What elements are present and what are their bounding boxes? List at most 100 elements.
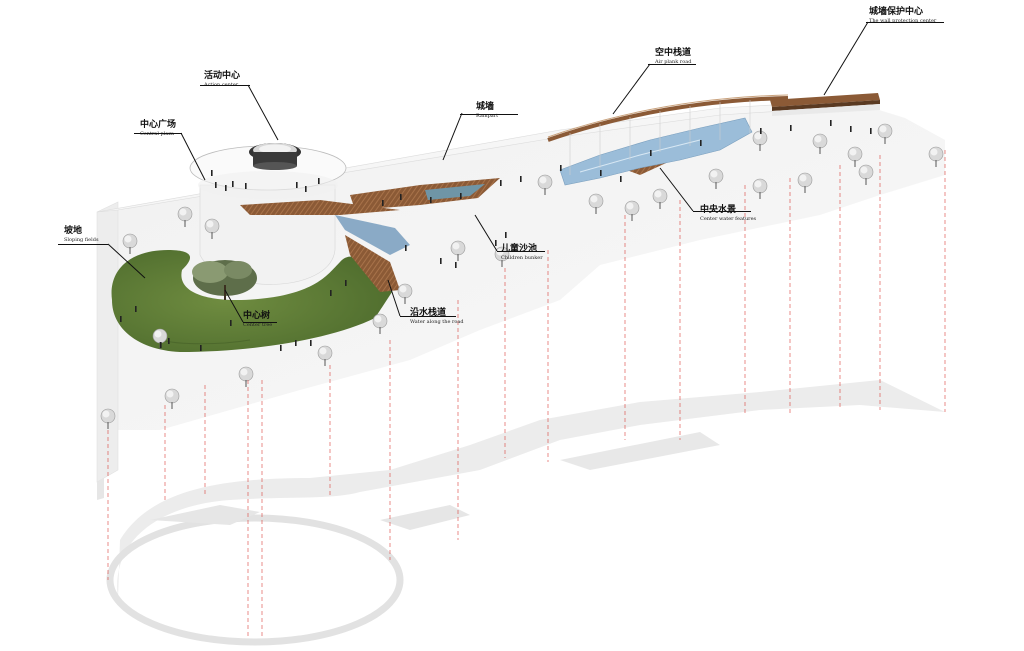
person-figure (500, 180, 502, 186)
person-figure (760, 128, 762, 134)
tree-icon (752, 178, 768, 199)
label-center-water-cn: 中央水景 (700, 205, 737, 215)
person-figure (318, 178, 320, 184)
person-figure (440, 258, 442, 264)
label-action-center-cn: 活动中心 (204, 71, 241, 81)
person-figure (455, 262, 457, 268)
tree-icon (164, 388, 180, 409)
label-underline (134, 133, 182, 134)
person-figure (400, 194, 402, 200)
tree-icon (928, 146, 944, 167)
projection-lines (107, 150, 946, 636)
person-figure (135, 306, 137, 312)
person-figure (870, 128, 872, 134)
people-figures (120, 120, 872, 351)
leader-lines (107, 21, 869, 323)
person-figure (382, 200, 384, 206)
person-figure (305, 186, 307, 192)
person-figure (790, 125, 792, 131)
label-underline (58, 244, 108, 245)
label-wall-protection-en: The wall protection center (869, 18, 937, 24)
label-center-tree: 中心树 Center tree (243, 312, 272, 328)
person-figure (280, 345, 282, 351)
person-figure (200, 345, 202, 351)
person-figure (430, 197, 432, 203)
person-figure (505, 232, 507, 238)
tree-icon (708, 168, 724, 189)
tree-icon (877, 123, 893, 144)
person-figure (850, 126, 852, 132)
tree-icon (494, 246, 510, 267)
tree-icon (372, 313, 388, 334)
person-figure (245, 183, 247, 189)
person-figure (495, 240, 497, 246)
person-figure (160, 342, 162, 348)
tree-icon (652, 188, 668, 209)
person-figure (650, 150, 652, 156)
label-air-plank-cn: 空中栈道 (655, 48, 692, 58)
label-sloping-fields-cn: 坡地 (64, 226, 83, 236)
person-figure (215, 182, 217, 188)
tree-icon (847, 146, 863, 167)
label-sloping-fields-en: Sloping fields (64, 237, 99, 243)
label-wall-protection-center: 城墙保护中心 The wall protection center (869, 8, 936, 24)
person-figure (211, 170, 213, 176)
tree-icon (100, 408, 116, 429)
label-central-plaza-cn: 中心广场 (140, 120, 177, 130)
label-center-tree-cn: 中心树 (243, 311, 271, 321)
person-figure (560, 165, 562, 171)
person-figure (330, 290, 332, 296)
label-sloping-fields: 坡地 Sloping fields (64, 227, 99, 243)
person-figure (168, 338, 170, 344)
label-underline (400, 316, 456, 317)
label-center-water-en: Center water features (700, 216, 757, 222)
label-water-road-en: Water along the road (410, 319, 464, 325)
label-underline (648, 64, 696, 65)
person-figure (460, 193, 462, 199)
label-water-road: 沿水栈道 Water along the road (410, 309, 464, 325)
wall-protection-center (770, 93, 880, 116)
person-figure (405, 245, 407, 251)
ground-shadow-plan (106, 380, 946, 646)
label-underline (693, 211, 751, 212)
label-children-bunker-en: Children bunker (501, 255, 543, 261)
tree-icon (317, 345, 333, 366)
tree-group (100, 123, 944, 429)
person-figure (600, 170, 602, 176)
person-figure (296, 182, 298, 188)
sloping-lawn (111, 250, 392, 352)
tree-icon (812, 133, 828, 154)
tree-icon (204, 218, 220, 239)
person-figure (120, 316, 122, 322)
tree-icon (238, 366, 254, 387)
tree-icon (588, 193, 604, 214)
tree-icon (752, 130, 768, 151)
tree-icon (450, 240, 466, 261)
label-underline (497, 251, 545, 252)
label-rampart-cn: 城墙 (476, 102, 495, 112)
person-figure (230, 320, 232, 326)
label-air-plank-road: 空中栈道 Air plank road (655, 49, 691, 65)
label-central-plaza: 中心广场 Central plaza (140, 121, 176, 137)
tree-icon (177, 206, 193, 227)
label-center-tree-en: Center tree (243, 322, 273, 328)
person-figure (830, 120, 832, 126)
tree-icon (537, 174, 553, 195)
person-figure (700, 140, 702, 146)
tree-icon (624, 200, 640, 221)
label-children-bunker: 儿童沙池 Children bunker (501, 245, 543, 261)
label-water-road-cn: 沿水栈道 (410, 308, 447, 318)
label-rampart: 城墙 Rampart (476, 103, 498, 119)
person-figure (225, 185, 227, 191)
label-underline (200, 85, 250, 86)
center-tree-graphic (192, 260, 257, 300)
label-underline (243, 322, 277, 323)
person-figure (310, 340, 312, 346)
person-figure (345, 280, 347, 286)
label-center-water: 中央水景 Center water features (700, 206, 756, 222)
tree-icon (797, 172, 813, 193)
label-central-plaza-en: Central plaza (140, 131, 174, 137)
label-underline (460, 114, 518, 115)
label-children-bunker-cn: 儿童沙池 (501, 244, 538, 254)
tree-icon (397, 283, 413, 304)
